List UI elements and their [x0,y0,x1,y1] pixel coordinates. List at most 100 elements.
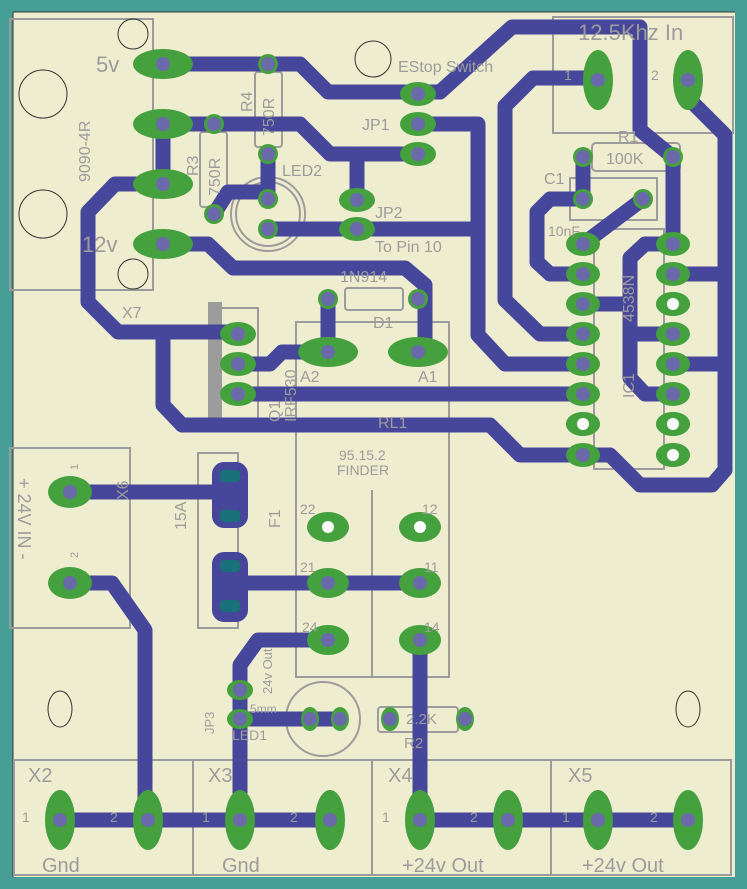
label-24v-in: + 24V IN - [14,478,34,560]
label-r3: R3 [185,155,202,176]
pin-label: 1 [202,809,210,825]
drill-hole [636,192,650,206]
connector-x4-label: +24v Out [402,855,484,877]
connector-x3-name: X3 [208,765,232,787]
drill-hole [411,292,425,306]
label-r3-value: 750R [207,158,224,196]
label-c1: C1 [544,171,565,188]
label-pin-11: 11 [424,559,439,575]
label-rl1: RL1 [378,415,407,432]
label-r1-value: 100K [606,151,644,168]
drill-hole [411,117,425,131]
label-fuse-rating: 15A [173,501,190,530]
drill-hole [321,576,335,590]
connector-x2-label: Gnd [42,855,80,877]
label-pin-14: 14 [424,619,440,635]
drill-hole [261,57,275,71]
drill-hole [231,387,245,401]
drill-hole [666,387,680,401]
drill-hole [321,633,335,647]
drill-hole [501,813,515,827]
drill-hole [666,357,680,371]
drill-hole [414,521,426,533]
label-24v-out-jp3: 24v Out [260,648,275,694]
drill-hole [321,292,335,306]
drill-hole [413,633,427,647]
drill-hole [231,327,245,341]
label-led2: LED2 [282,163,322,180]
drill-hole [261,192,275,206]
drill-hole [667,449,679,461]
connector-x2: X2 1 2 Gnd [22,765,118,877]
drill-hole [322,521,334,533]
label-5v: 5v [96,52,119,77]
drill-hole [576,327,590,341]
drill-hole [458,712,472,726]
connector-x5-name: X5 [568,765,592,787]
drill-hole [576,448,590,462]
pin-label: 2 [650,809,658,825]
label-to-pin10: To Pin 10 [375,239,442,256]
label-f1: F1 [267,509,284,528]
label-c1-value: 10nF [548,223,580,239]
label-q1-part: IRF530 [283,369,300,422]
drill-hole [156,57,170,71]
pin-label: 1 [382,809,390,825]
label-x6: X6 [115,480,132,500]
drill-hole [233,683,247,697]
drill-hole [413,813,427,827]
drill-hole [53,813,67,827]
label-r4-value: 750R [261,98,278,136]
connector-x3: X3 1 2 Gnd [202,765,298,877]
label-in-pin1: 1 [564,67,572,83]
drill-hole [666,327,680,341]
connector-x5-label: +24v Out [582,855,664,877]
drill-hole [383,712,397,726]
silkscreen-labels: 5v 12v X7 9090-4R EStop Switch JP1 JP2 T… [14,20,683,752]
drill-hole [591,73,605,87]
drill-hole [577,418,589,430]
drill-hole [576,150,590,164]
component-pads [45,49,703,850]
drill-hole [666,267,680,281]
drill-hole [681,73,695,87]
drill-hole [667,418,679,430]
drill-hole [666,150,680,164]
drill-hole [666,237,680,251]
drill-hole [156,117,170,131]
drill-hole [63,576,77,590]
label-estop: EStop Switch [398,59,493,76]
drill-hole [333,712,347,726]
label-jp2: JP2 [375,205,403,222]
drill-hole [233,712,247,726]
drill-hole [591,813,605,827]
drill-hole [411,345,425,359]
label-rl1-brand: FINDER [337,462,389,478]
connector-x5: X5 1 2 +24v Out [562,765,664,877]
drill-hole [321,345,335,359]
drill-hole [141,813,155,827]
label-r1: R1 [618,129,639,146]
label-d1: D1 [373,315,394,332]
drill-hole [413,576,427,590]
connector-x4: X4 1 2 +24v Out [382,765,484,877]
drill-hole [63,485,77,499]
drill-hole [576,267,590,281]
drill-hole [231,357,245,371]
drill-hole [411,147,425,161]
label-pin-22: 22 [300,501,316,517]
label-x6-pin2: 2 [69,552,81,558]
label-rl1-part: 95.15.2 [339,447,386,463]
drill-hole [576,357,590,371]
label-12k5-in: 12.5Khz In [578,20,683,45]
label-ic1: IC1 [621,373,638,398]
drill-hole [411,87,425,101]
label-jp3: JP3 [202,712,217,734]
label-ic1-part: 4538N [621,275,638,322]
drill-hole [681,813,695,827]
drill-hole [261,222,275,236]
drill-hole [207,207,221,221]
drill-hole [156,177,170,191]
drill-hole [261,147,275,161]
